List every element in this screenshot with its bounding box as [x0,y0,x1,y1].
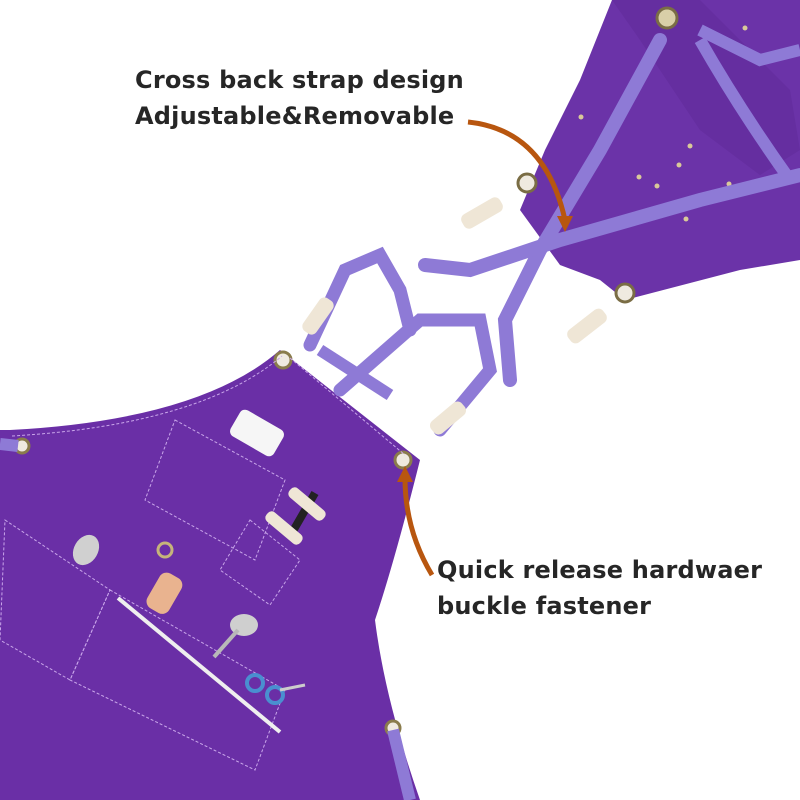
buckle-callout-line1: Quick release hardwaer [437,556,763,584]
strap-callout-line1: Cross back strap design [135,66,464,94]
apron-front-view [0,246,497,800]
strap-arrow-icon [467,119,568,221]
buckle-arrow-icon [402,477,435,577]
strap-callout-line2: Adjustable&Removable [135,102,455,130]
strap-callout: Cross back strap design Adjustable&Remov… [135,62,464,134]
buckle-callout: Quick release hardwaer buckle fastener [437,552,762,624]
apron-back-view [418,0,800,387]
buckle-callout-line2: buckle fastener [437,592,652,620]
